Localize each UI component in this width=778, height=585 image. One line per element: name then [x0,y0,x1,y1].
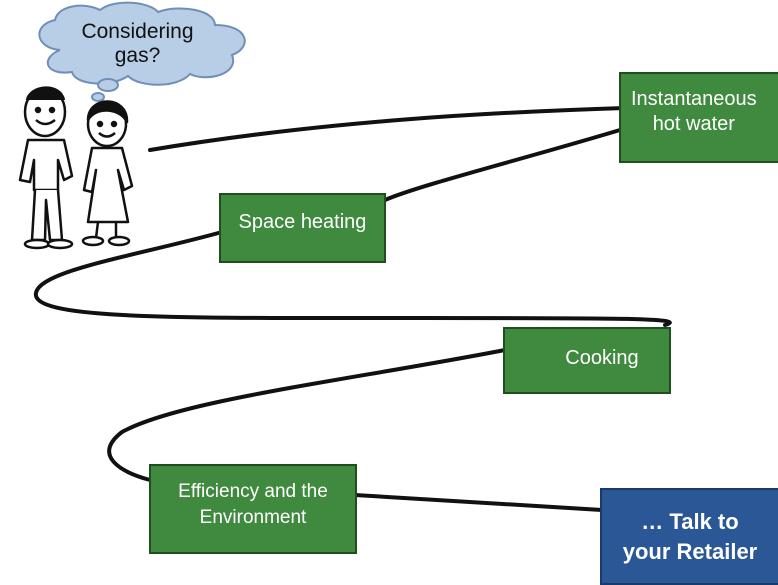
stick-figure-woman-icon [81,100,134,247]
destination-retailer: … Talk to your Retailer [600,488,778,585]
stop-instantaneous-hot-water: Instantaneous hot water [619,72,778,163]
destination-label: … Talk to your Retailer [622,508,758,564]
stop-label: Cooking [565,347,639,369]
stop-label: Space heating [238,210,367,233]
thought-text: Considering gas? [81,20,194,67]
stop-label: Efficiency and the Environment [178,481,328,528]
winding-path [33,106,672,512]
stick-figure-man-icon [18,86,74,250]
thought-cloud-icon [38,1,246,102]
stop-efficiency-environment: Efficiency and the Environment [149,464,357,554]
stop-cooking: Cooking [503,327,671,394]
stop-label: Instantaneous hot water [631,87,757,135]
stop-space-heating: Space heating [219,193,386,263]
